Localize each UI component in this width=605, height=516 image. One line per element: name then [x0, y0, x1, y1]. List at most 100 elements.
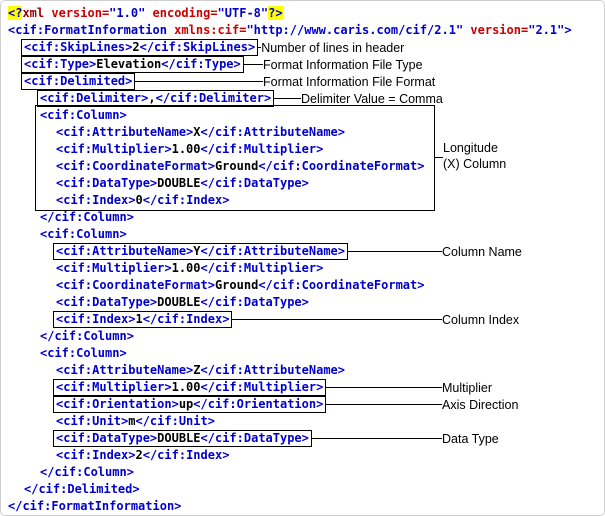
xml-code: <cif:CoordinateFormat>Ground</cif:Coordi…	[53, 158, 427, 175]
xml-token-tag: </cif:DataType>	[200, 176, 309, 190]
xml-token-tag: </cif:AttributeName>	[200, 125, 346, 139]
xml-token-tag: <cif:Delimited>	[24, 74, 133, 88]
xml-code: <cif:AttributeName>X</cif:AttributeName>	[53, 124, 348, 141]
annotation-label: Delimiter Value = Comma	[301, 91, 443, 106]
indent-spacer	[1, 268, 53, 269]
xml-code: </cif:Delimited>	[21, 481, 143, 498]
xml-token-tag: <cif:DataType>	[56, 176, 158, 190]
xml-token-tag: <cif:DataType>	[56, 295, 158, 309]
xml-code: <cif:AttributeName>Z</cif:AttributeName>	[53, 362, 348, 379]
callout-line	[135, 81, 263, 82]
highlighted-xml-code: <cif:SkipLines>2</cif:SkipLines>	[21, 39, 259, 56]
highlighted-xml-code: <cif:Delimiter>,</cif:Delimiter>	[37, 90, 275, 107]
xml-token-tag: </cif:Index>	[142, 193, 230, 207]
xml-token-tag: </cif:Delimited>	[24, 482, 140, 496]
xml-token-tag: <cif:Column>	[40, 346, 127, 360]
xml-token-val: "UTF-8"	[217, 6, 269, 20]
xml-token-tag: </cif:Multiplier>	[200, 142, 324, 156]
xml-code: <cif:DataType>DOUBLE</cif:DataType>	[53, 294, 312, 311]
xml-token-text: 2	[135, 448, 143, 462]
xml-token-tag: </cif:CoordinateFormat>	[258, 278, 425, 292]
xml-line: <cif:Column>	[1, 226, 604, 243]
highlighted-xml-code: <cif:AttributeName>Y</cif:AttributeName>	[53, 243, 349, 260]
callout-line	[232, 319, 442, 320]
indent-spacer	[1, 336, 37, 337]
callout-line	[274, 98, 301, 99]
xml-token-tag: <cif:Orientation>	[56, 397, 179, 411]
xml-token-tag: </cif:DataType>	[200, 431, 309, 445]
callout-line	[326, 387, 442, 388]
indent-spacer	[1, 319, 53, 320]
xml-token-val: "2.1"	[528, 23, 565, 37]
xml-line: <cif:Column>	[1, 345, 604, 362]
xml-token-tag: <cif:Multiplier>	[56, 380, 172, 394]
indent-spacer	[1, 115, 37, 116]
xml-code: <cif:CoordinateFormat>Ground</cif:Coordi…	[53, 277, 427, 294]
highlighted-xml-code: <cif:Orientation>up</cif:Orientation>	[53, 396, 327, 413]
callout-line	[435, 157, 443, 158]
indent-spacer	[1, 64, 21, 65]
annotation-label-longitude-column: Longitude (X) Column	[443, 140, 506, 172]
xml-line: <cif:AttributeName>X</cif:AttributeName>	[1, 124, 604, 141]
xml-token-tag: <cif:Multiplier>	[56, 142, 172, 156]
xml-token-text: 1.00	[171, 142, 201, 156]
xml-token-text: m	[128, 414, 136, 428]
xml-line: <cif:DataType>DOUBLE</cif:DataType>	[1, 175, 604, 192]
xml-token-tag: <cif:AttributeName>	[56, 363, 194, 377]
xml-token-tag: </cif:Type>	[161, 57, 241, 71]
xml-code: </cif:Column>	[37, 464, 137, 481]
xml-token-tag: <cif:Index>	[56, 193, 136, 207]
xml-token-tag: <cif:Multiplier>	[56, 261, 172, 275]
xml-code: <cif:Index>0</cif:Index>	[53, 192, 232, 209]
indent-spacer	[1, 251, 53, 252]
xml-line: <cif:DataType>DOUBLE</cif:DataType>Data …	[1, 430, 604, 447]
xml-line: <cif:Multiplier>1.00</cif:Multiplier>	[1, 141, 604, 158]
xml-token-text: up	[178, 397, 194, 411]
annotation-label: Multiplier	[442, 380, 493, 395]
xml-line: <cif:Index>0</cif:Index>	[1, 192, 604, 209]
xml-code: </cif:Column>	[37, 328, 137, 345]
xml-line: <cif:CoordinateFormat>Ground</cif:Coordi…	[1, 158, 604, 175]
xml-token-tag: <cif:Column>	[40, 227, 127, 241]
annotation-label: Column Index	[442, 312, 520, 327]
xml-code: <?xml version="1.0" encoding="UTF-8"?>	[5, 5, 286, 22]
xml-code: <cif:Unit>m</cif:Unit>	[53, 413, 218, 430]
indent-spacer	[1, 438, 53, 439]
xml-code: <cif:FormatInformation xmlns:cif="http:/…	[5, 22, 575, 39]
indent-spacer	[1, 183, 53, 184]
xml-line: <cif:AttributeName>Z</cif:AttributeName>	[1, 362, 604, 379]
indent-spacer	[1, 149, 53, 150]
xml-token-tag: </cif:Multiplier>	[200, 380, 324, 394]
indent-spacer	[1, 302, 53, 303]
xml-line: <cif:Type>Elevation</cif:Type>Format Inf…	[1, 56, 604, 73]
xml-code: <cif:Column>	[37, 345, 130, 362]
callout-line	[326, 404, 442, 405]
xml-token-tag: </cif:AttributeName>	[200, 363, 346, 377]
xml-code: </cif:Column>	[37, 209, 137, 226]
xml-token-text: 0	[135, 193, 143, 207]
xml-token-tag: <cif:Type>	[24, 57, 97, 71]
xml-token-text: ,	[148, 91, 156, 105]
callout-line	[311, 438, 442, 439]
indent-spacer	[1, 489, 21, 490]
annotation-label-line1: Longitude	[443, 141, 498, 155]
indent-spacer	[1, 166, 53, 167]
xml-token-tag: </cif:Orientation>	[193, 397, 324, 411]
indent-spacer	[1, 132, 53, 133]
xml-token-tag: <cif:Unit>	[56, 414, 129, 428]
xml-token-tag: </cif:CoordinateFormat>	[258, 159, 425, 173]
xml-line: </cif:Column>	[1, 209, 604, 226]
indent-spacer	[1, 387, 53, 388]
xml-line: <cif:Index>2</cif:Index>	[1, 447, 604, 464]
xml-token-tag: </cif:Delimiter>	[155, 91, 272, 105]
xml-token-tag: </cif:Column>	[40, 329, 134, 343]
xml-token-tag: </cif:Index>	[142, 312, 230, 326]
xml-code: <cif:Index>2</cif:Index>	[53, 447, 232, 464]
xml-line: <cif:Delimiter>,</cif:Delimiter> Delimite…	[1, 90, 604, 107]
xml-line: <?xml version="1.0" encoding="UTF-8"?>	[1, 5, 604, 22]
indent-spacer	[1, 455, 53, 456]
xml-code: <cif:Column>	[37, 226, 130, 243]
xml-line: <cif:Column>	[1, 107, 604, 124]
